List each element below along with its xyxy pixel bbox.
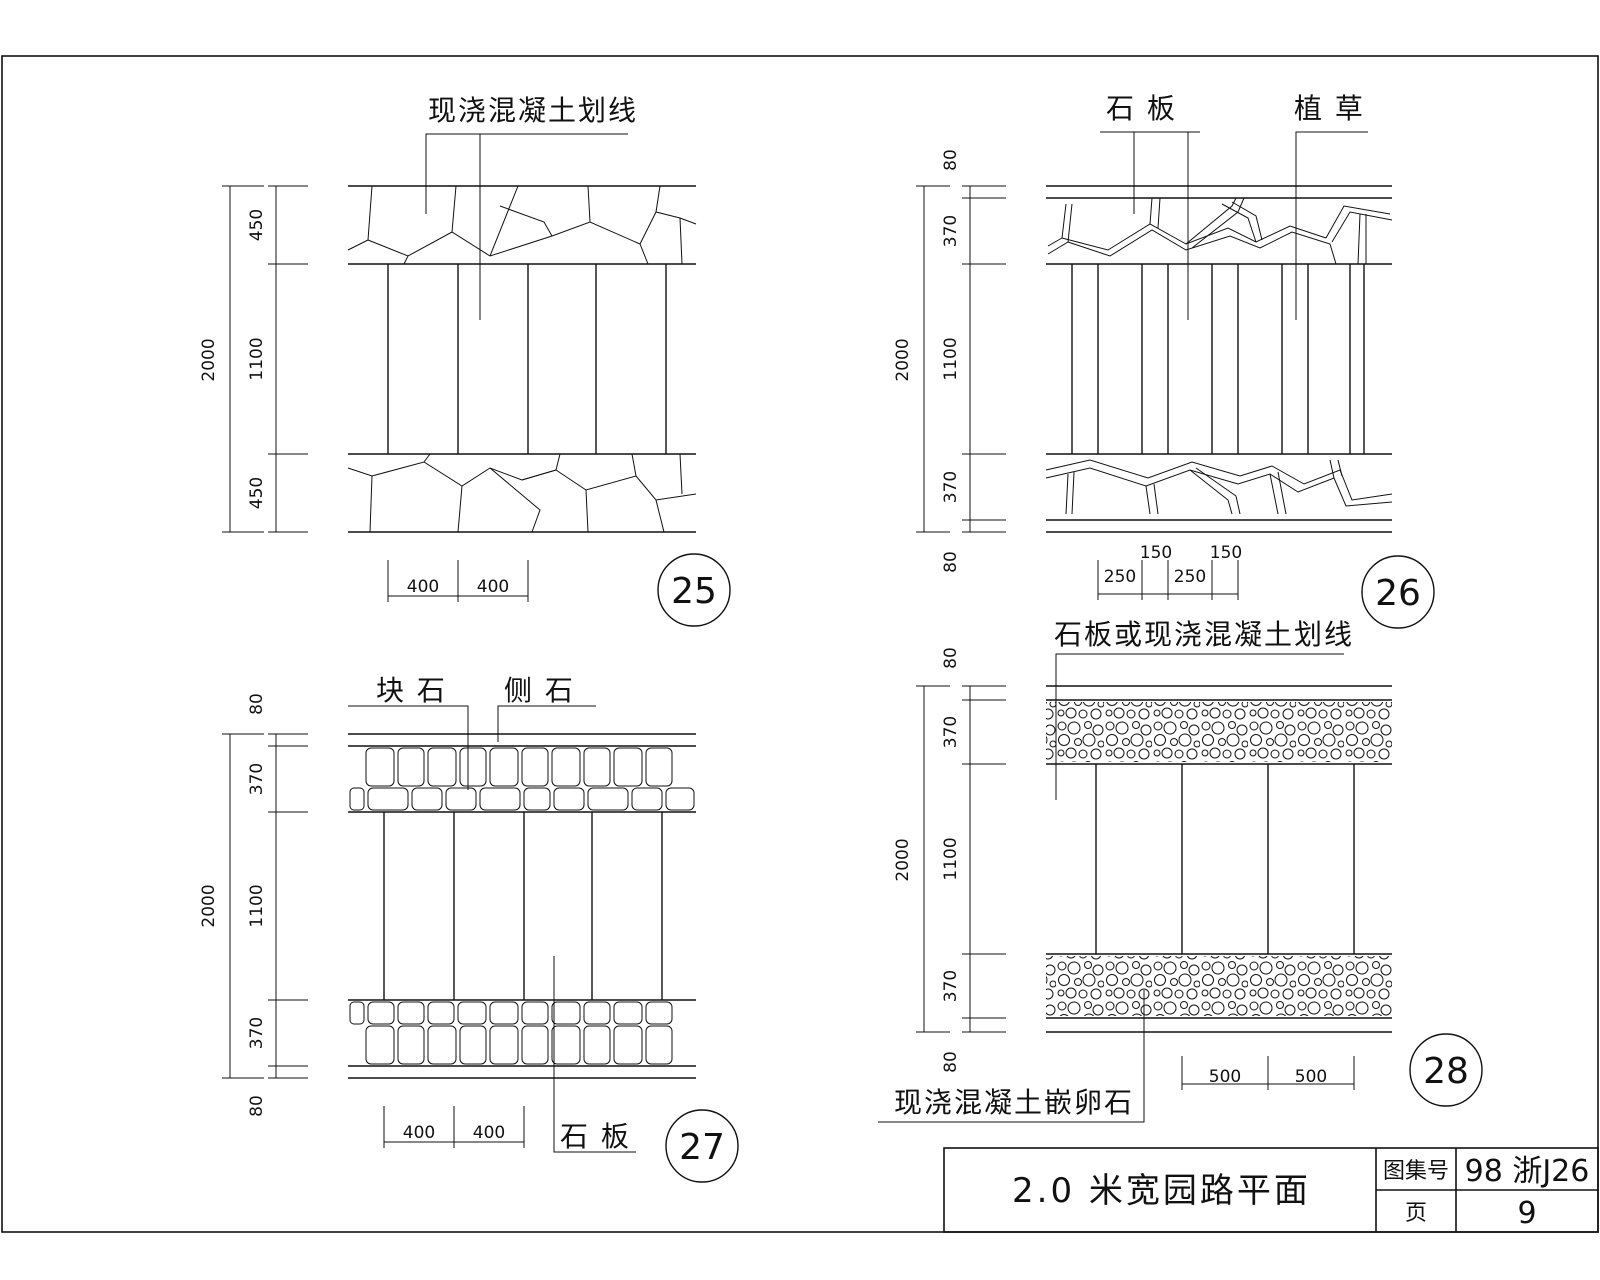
page-label: 页 <box>1405 1201 1427 1226</box>
atlas-label: 图集号 <box>1383 1159 1449 1184</box>
dim-25-middle: 1100 <box>247 337 267 380</box>
dim-28-edge-top: 80 <box>941 647 961 669</box>
label-block-stone: 块 石 <box>376 674 447 707</box>
label-stone-slab-26: 石 板 <box>1106 92 1177 125</box>
dim-26-edge-bottom: 80 <box>941 551 961 573</box>
detail-number-27: 27 <box>679 1127 725 1168</box>
dim-25-width-1: 400 <box>407 577 439 597</box>
dim-26-top: 370 <box>941 215 961 247</box>
atlas-value: 98 浙J26 <box>1465 1154 1590 1189</box>
label-stone-or-concrete: 石板或现浇混凝土划线 <box>1054 618 1354 651</box>
dim-28-bottom: 370 <box>941 970 961 1002</box>
dim-25-width-2: 400 <box>477 577 509 597</box>
page-value: 9 <box>1517 1196 1536 1231</box>
dim-27-edge-bottom: 80 <box>247 1095 267 1117</box>
dim-27-middle: 1100 <box>247 884 267 927</box>
detail-25 <box>222 133 731 627</box>
detail-number-28: 28 <box>1423 1051 1469 1092</box>
dim-27-total: 2000 <box>199 884 219 927</box>
label-cast-concrete-scoring: 现浇混凝土划线 <box>428 94 638 127</box>
dim-25-top: 450 <box>247 209 267 241</box>
title-block <box>943 1147 1599 1233</box>
dim-26-width-3: 250 <box>1174 567 1206 587</box>
dim-26-total: 2000 <box>893 338 913 381</box>
dim-26-width-4: 150 <box>1210 543 1242 563</box>
detail-27 <box>222 705 739 1183</box>
pebble-band-bottom <box>1046 956 1392 1016</box>
dim-26-width-2: 150 <box>1140 543 1172 563</box>
sheet-frame <box>1 55 1599 1233</box>
dim-26-edge-top: 80 <box>941 149 961 171</box>
label-concrete-pebbles: 现浇混凝土嵌卵石 <box>894 1086 1134 1119</box>
dim-26-middle: 1100 <box>941 337 961 380</box>
dim-28-top: 370 <box>941 716 961 748</box>
detail-number-26: 26 <box>1375 573 1421 614</box>
dim-26-bottom: 370 <box>941 471 961 503</box>
dim-27-width-2: 400 <box>473 1123 505 1143</box>
label-side-stone: 侧 石 <box>504 674 575 707</box>
dim-28-edge-bottom: 80 <box>941 1051 961 1073</box>
label-grass: 植 草 <box>1294 92 1365 125</box>
detail-28 <box>878 653 1483 1123</box>
dim-25-bottom: 450 <box>247 477 267 509</box>
pebble-band-top <box>1046 702 1392 762</box>
dim-28-width-1: 500 <box>1209 1067 1241 1087</box>
detail-26 <box>916 131 1435 629</box>
dim-27-top: 370 <box>247 763 267 795</box>
dim-25-total: 2000 <box>199 338 219 381</box>
dim-26-width-1: 250 <box>1104 567 1136 587</box>
dim-28-total: 2000 <box>893 838 913 881</box>
dim-27-width-1: 400 <box>403 1123 435 1143</box>
drawing-title: 2.0 米宽园路平面 <box>1012 1171 1311 1211</box>
dim-27-edge-top: 80 <box>247 693 267 715</box>
dim-28-width-2: 500 <box>1295 1067 1327 1087</box>
detail-number-25: 25 <box>671 571 717 612</box>
dim-27-bottom: 370 <box>247 1017 267 1049</box>
label-stone-slab-27: 石 板 <box>560 1120 631 1153</box>
dim-28-middle: 1100 <box>941 837 961 880</box>
